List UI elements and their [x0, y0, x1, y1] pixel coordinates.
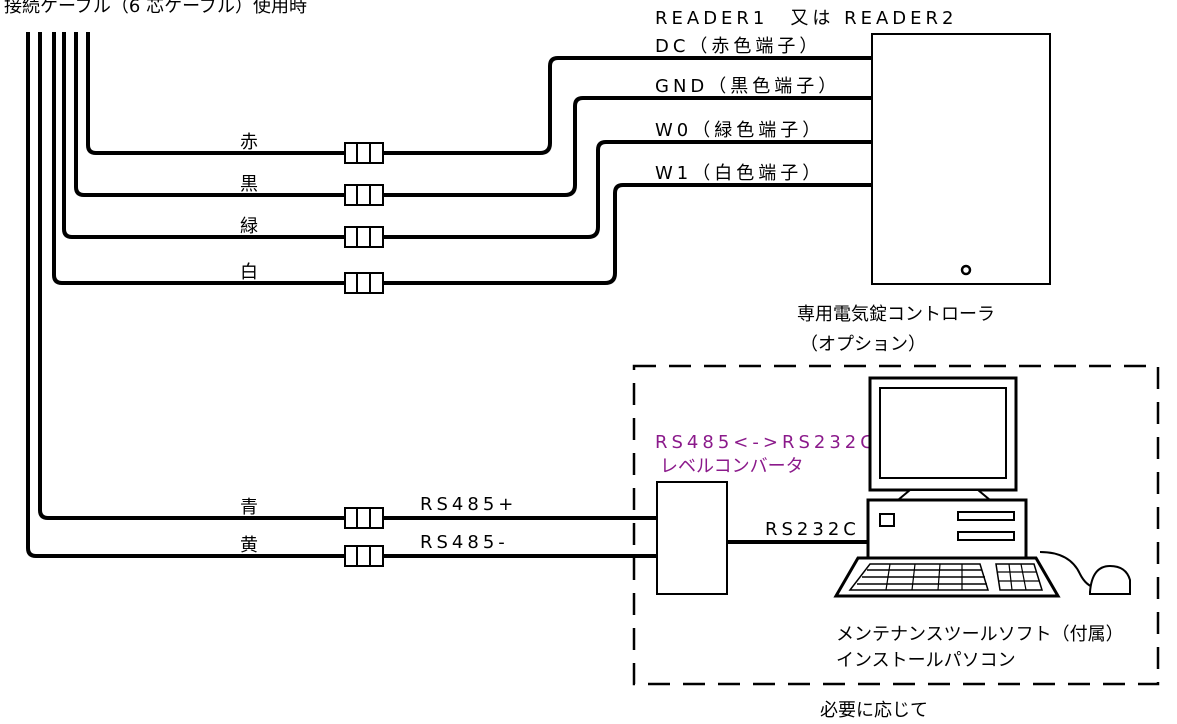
- wire-w1: [383, 183, 872, 285]
- terminal-w1: W1（白色端子）: [655, 163, 824, 184]
- controller-indicator: [960, 264, 972, 276]
- header-text: 接続ケーブル（6 芯ケーブル）使用時: [4, 0, 307, 17]
- label-white: 白: [240, 262, 258, 283]
- label-blue: 青: [240, 497, 258, 518]
- connector-green: [344, 226, 384, 248]
- system-unit-icon: [866, 498, 1028, 560]
- wire-yellow: [26, 32, 345, 558]
- converter-label-jp: レベルコンバータ: [660, 456, 804, 477]
- wire-dc: [383, 56, 872, 155]
- wire-blue: [38, 32, 345, 520]
- converter-label: RS485<->RS232C: [655, 432, 877, 453]
- terminal-gnd: GND（黒色端子）: [655, 76, 840, 97]
- terminal-dc: DC（赤色端子）: [655, 36, 821, 57]
- pc-label-2: インストールパソコン: [836, 650, 1016, 671]
- controller-label: 専用電気錠コントローラ: [797, 304, 995, 325]
- connector-red: [344, 142, 384, 164]
- controller-box: [871, 33, 1051, 285]
- rs485-minus-label: RS485-: [420, 532, 509, 553]
- wire-green: [62, 32, 345, 239]
- mouse-icon: [1089, 564, 1131, 595]
- label-red: 赤: [240, 132, 258, 153]
- wire-w0: [383, 140, 872, 239]
- rs232c-label: RS232C: [765, 519, 860, 540]
- wire-gnd: [383, 96, 872, 197]
- connector-black: [344, 184, 384, 206]
- reader-label: READER1 又は READER2: [655, 8, 958, 29]
- connector-white: [344, 272, 384, 294]
- terminal-w0: W0（緑色端子）: [655, 120, 824, 141]
- label-yellow: 黄: [240, 535, 258, 556]
- wire-white: [52, 32, 345, 285]
- pc-label: メンテナンスツールソフト（付属）: [836, 624, 1124, 645]
- label-green: 緑: [240, 216, 258, 237]
- controller-option-label: （オプション）: [800, 334, 926, 355]
- label-black: 黒: [240, 174, 258, 195]
- optional-enclosure: [632, 364, 1160, 686]
- optional-note: 必要に応じて: [820, 700, 928, 721]
- wire-red: [86, 32, 345, 155]
- rs485-plus-label: RS485+: [420, 494, 517, 515]
- connector-blue: [344, 507, 384, 529]
- connector-yellow: [344, 545, 384, 567]
- wire-black: [74, 32, 345, 197]
- level-converter-box: [656, 481, 728, 595]
- pc-icon: [833, 376, 1131, 598]
